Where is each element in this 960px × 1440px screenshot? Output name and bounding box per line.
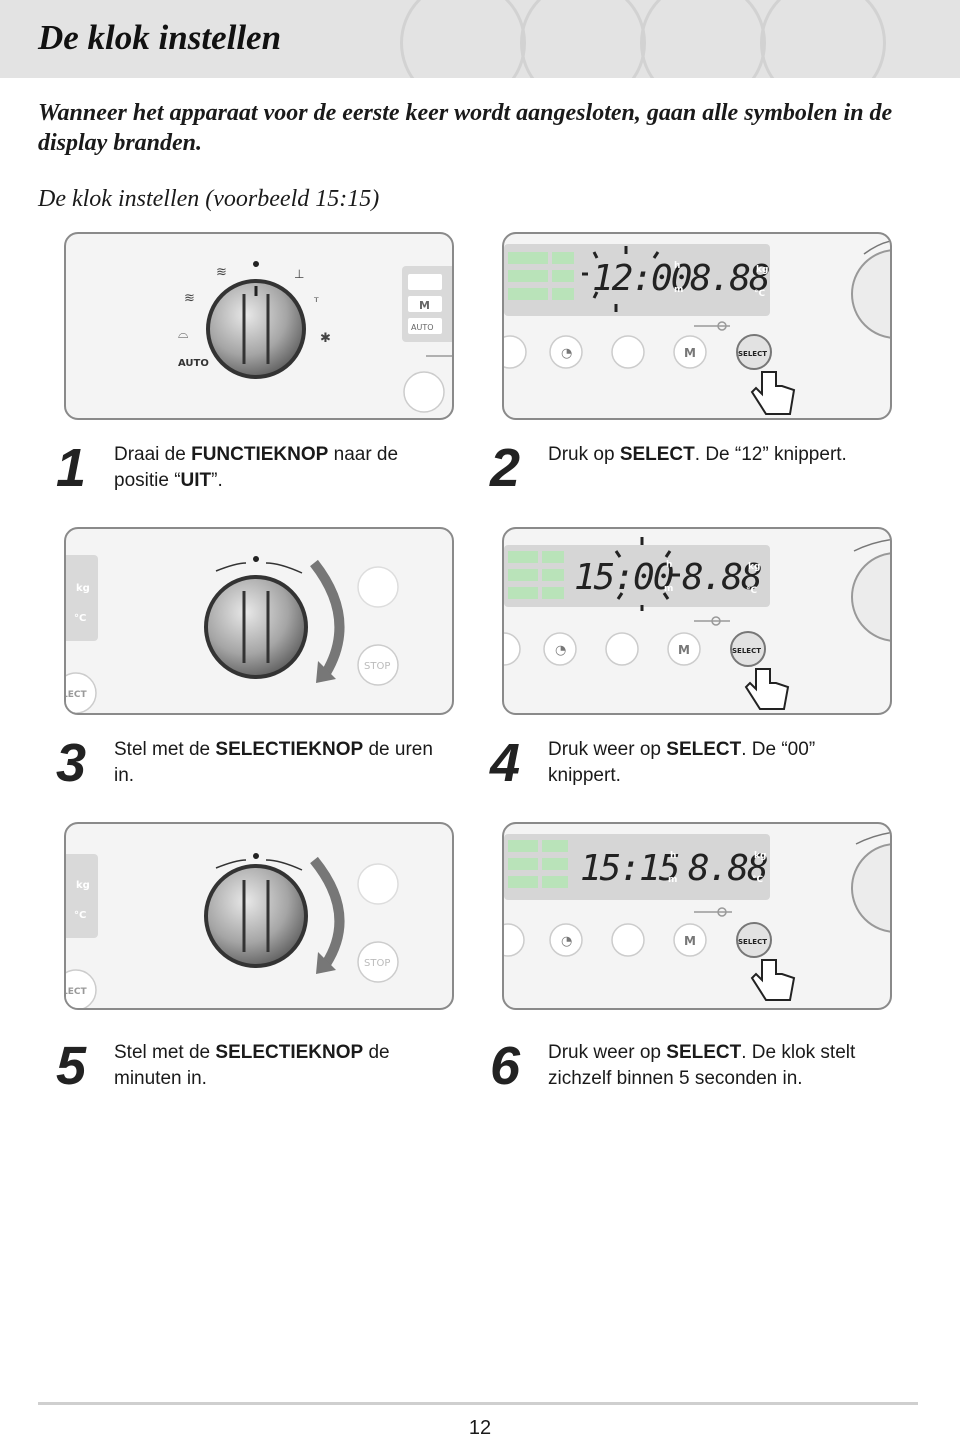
- svg-text:LECT: LECT: [66, 690, 87, 700]
- panel-display-step2: 12:00 h m 8.88 kg °C ◔ M SELECT: [502, 232, 892, 420]
- selection-knob[interactable]: [204, 864, 308, 968]
- svg-text:LECT: LECT: [66, 987, 87, 997]
- hand-pointer-icon: [750, 959, 796, 1001]
- svg-text:°C: °C: [754, 289, 766, 299]
- oven-button[interactable]: [611, 335, 645, 369]
- grill-icon: ≋: [184, 291, 195, 306]
- svg-text:h: h: [666, 560, 672, 570]
- clock-button[interactable]: [549, 923, 583, 957]
- panel-display-step6: 15:15 h m 8.88 kg °C ◔ M SELECT: [502, 822, 892, 1010]
- m-button[interactable]: [667, 632, 701, 666]
- m-button[interactable]: [408, 296, 442, 312]
- page-number: 12: [468, 1417, 492, 1439]
- svg-text:◔: ◔: [555, 643, 566, 658]
- weight-display: 8.88: [690, 258, 769, 299]
- select-button[interactable]: [736, 922, 772, 958]
- decorative-circle: [520, 0, 646, 78]
- weight-display: 8.88: [682, 557, 761, 598]
- svg-text:STOP: STOP: [364, 958, 390, 969]
- rotation-arrow-icon: [310, 856, 345, 967]
- decorative-circle: [760, 0, 886, 78]
- svg-text:m: m: [668, 875, 677, 885]
- svg-text:m: m: [664, 584, 673, 594]
- svg-text:M: M: [684, 934, 696, 948]
- select-button[interactable]: [730, 631, 766, 667]
- svg-text:AUTO: AUTO: [411, 323, 434, 332]
- svg-text:STOP: STOP: [364, 661, 390, 672]
- auto-label: AUTO: [178, 358, 209, 369]
- defrost-icon: ✱: [320, 331, 331, 346]
- svg-text:SELECT: SELECT: [738, 350, 767, 358]
- svg-text:h: h: [674, 261, 680, 271]
- clock-display: 15:00: [574, 557, 673, 598]
- selection-knob[interactable]: [204, 575, 308, 679]
- panel-selection-knob-minutes: kg °C LECT STOP: [64, 822, 454, 1010]
- svg-text:SELECT: SELECT: [738, 938, 767, 946]
- svg-text:◔: ◔: [561, 934, 572, 949]
- hand-pointer-icon: [750, 371, 796, 415]
- auto-button[interactable]: [408, 318, 442, 334]
- svg-text:M: M: [419, 299, 430, 312]
- svg-text:M: M: [678, 643, 690, 657]
- svg-text:°C: °C: [746, 586, 758, 596]
- stop-button[interactable]: [357, 644, 399, 686]
- clock-button[interactable]: [549, 335, 583, 369]
- page-title: De klok instellen: [38, 18, 282, 57]
- svg-text:◔: ◔: [561, 346, 572, 361]
- svg-text:kg: kg: [756, 265, 768, 275]
- clock-display: 15:15: [580, 848, 679, 889]
- svg-text:kg: kg: [748, 562, 760, 572]
- svg-text:SELECT: SELECT: [732, 647, 761, 655]
- svg-text:°C: °C: [752, 875, 764, 885]
- oven-mode-button[interactable]: [408, 274, 442, 290]
- footer-divider: [38, 1402, 918, 1405]
- function-knob[interactable]: [206, 279, 306, 379]
- svg-text:°C: °C: [74, 613, 86, 624]
- panel-function-knob: ≋ ≋ ⌓ ⊥ ᵀ ✱ AUTO M AUTO: [64, 232, 454, 420]
- heat-icon: ⌓: [178, 327, 188, 342]
- example-heading: De klok instellen (voorbeeld 15:15): [38, 186, 380, 212]
- oven-button[interactable]: [605, 632, 639, 666]
- panel-selection-knob-hours: kg °C LECT STOP: [64, 527, 454, 715]
- bottom-heat-icon: ⊥: [294, 267, 304, 281]
- clock-button[interactable]: [543, 632, 577, 666]
- weight-display: 8.88: [688, 848, 767, 889]
- svg-text:kg: kg: [754, 851, 766, 861]
- svg-text:M: M: [684, 346, 696, 360]
- svg-text:h: h: [670, 851, 676, 861]
- clock-display: 12:00: [592, 258, 691, 299]
- hand-pointer-icon: [744, 668, 790, 710]
- decorative-circle: [640, 0, 766, 78]
- intro-text: Wanneer het apparaat voor de eerste keer…: [38, 100, 893, 156]
- rotation-arrow-icon: [310, 559, 345, 676]
- decorative-circle: [400, 0, 526, 78]
- top-heat-icon: ᵀ: [313, 295, 319, 309]
- page-header: De klok instellen: [0, 0, 960, 78]
- steam-icon: ≋: [216, 265, 227, 280]
- m-button[interactable]: [673, 335, 707, 369]
- steam-button[interactable]: [403, 371, 445, 413]
- svg-text:kg: kg: [76, 583, 90, 594]
- stop-button[interactable]: [357, 941, 399, 983]
- svg-text:kg: kg: [76, 880, 90, 891]
- svg-text:°C: °C: [74, 910, 86, 921]
- svg-text:m: m: [674, 285, 683, 295]
- panel-display-step4: 15:00 h m 8.88 kg °C ◔ M SELECT: [502, 527, 892, 715]
- m-button[interactable]: [673, 923, 707, 957]
- select-button[interactable]: [736, 334, 772, 370]
- oven-button[interactable]: [611, 923, 645, 957]
